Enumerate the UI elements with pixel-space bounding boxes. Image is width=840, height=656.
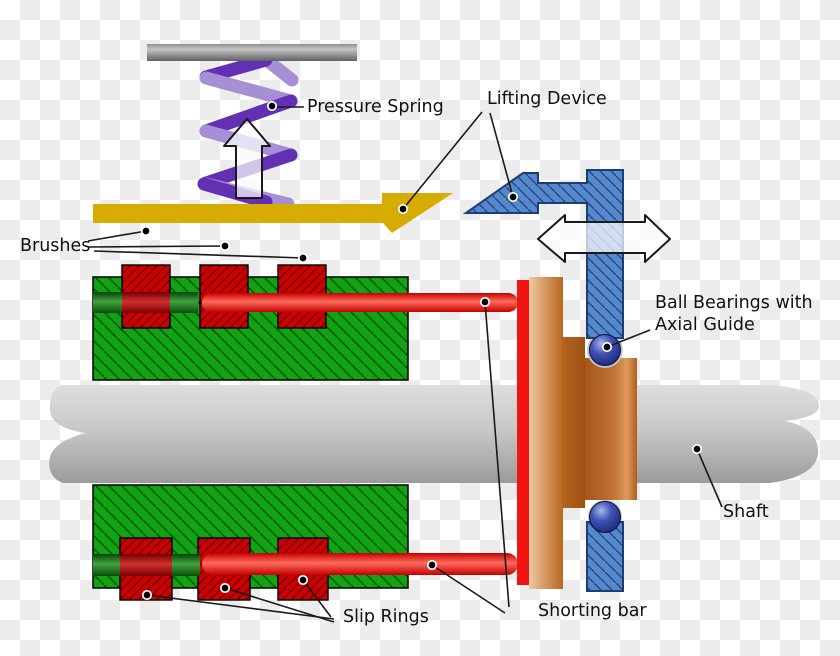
leader-lifting-blue bbox=[489, 112, 514, 198]
label-shaft: Shaft bbox=[723, 502, 769, 522]
dot-shorting-top bbox=[479, 296, 491, 308]
label-ball-bearings-line2: Axial Guide bbox=[655, 315, 755, 335]
leader-shorting-top bbox=[484, 301, 510, 608]
leader-slip-ring-2 bbox=[224, 587, 335, 623]
dot-brush-3 bbox=[297, 252, 309, 264]
dot-ball-bearings bbox=[601, 341, 613, 353]
ring-section-lower bbox=[120, 554, 172, 576]
dot-slip-ring-2 bbox=[219, 582, 231, 594]
copper-slab bbox=[529, 277, 563, 589]
dot-brush-2 bbox=[219, 240, 231, 252]
label-lifting-device: Lifting Device bbox=[487, 89, 607, 109]
leader-lines bbox=[87, 106, 723, 623]
leader-slip-ring-1 bbox=[146, 594, 335, 620]
dot-slip-ring-1 bbox=[141, 589, 153, 601]
label-shorting-bar: Shorting bar bbox=[538, 601, 647, 621]
dot-shaft bbox=[691, 443, 703, 455]
shaft-shape bbox=[49, 385, 820, 483]
leader-slip-ring-3 bbox=[302, 579, 332, 618]
leader-lifting-yellow bbox=[402, 111, 483, 210]
ring-section-upper bbox=[122, 292, 170, 313]
brush-arm-arrow bbox=[93, 193, 453, 233]
leader-brush-2 bbox=[87, 245, 226, 248]
dot-lifting-blue bbox=[507, 191, 519, 203]
leader-shorting-bottom bbox=[431, 564, 506, 614]
dot-shorting-bottom bbox=[426, 559, 438, 571]
dot-lifting-yellow bbox=[397, 203, 409, 215]
label-slip-rings: Slip Rings bbox=[343, 607, 429, 627]
leader-brush-1 bbox=[87, 230, 147, 242]
support-bar bbox=[147, 44, 357, 61]
connector-bar-lower bbox=[202, 553, 518, 575]
ball-bearing-bottom bbox=[589, 501, 621, 533]
copper-web bbox=[562, 337, 585, 508]
copper-flange bbox=[585, 358, 637, 500]
dot-pressure-spring bbox=[266, 100, 278, 112]
dot-brush-1 bbox=[140, 225, 152, 237]
lifting-device-lower bbox=[586, 521, 624, 592]
axial-double-arrow bbox=[537, 214, 671, 263]
lifting-device-upper bbox=[462, 169, 624, 339]
shorting-bar-shape bbox=[517, 280, 530, 585]
leader-ball-bearings bbox=[606, 329, 651, 348]
label-brushes: Brushes bbox=[20, 236, 90, 256]
up-arrow bbox=[223, 118, 271, 199]
leader-brush-3 bbox=[93, 250, 304, 259]
copper-sleeve bbox=[529, 277, 637, 589]
leader-dots bbox=[140, 100, 703, 601]
connector-bar-upper bbox=[202, 293, 518, 312]
leader-shaft bbox=[696, 448, 723, 508]
dot-slip-ring-3 bbox=[297, 574, 309, 586]
label-ball-bearings-line1: Ball Bearings with bbox=[655, 293, 813, 313]
label-pressure-spring: Pressure Spring bbox=[307, 97, 444, 117]
